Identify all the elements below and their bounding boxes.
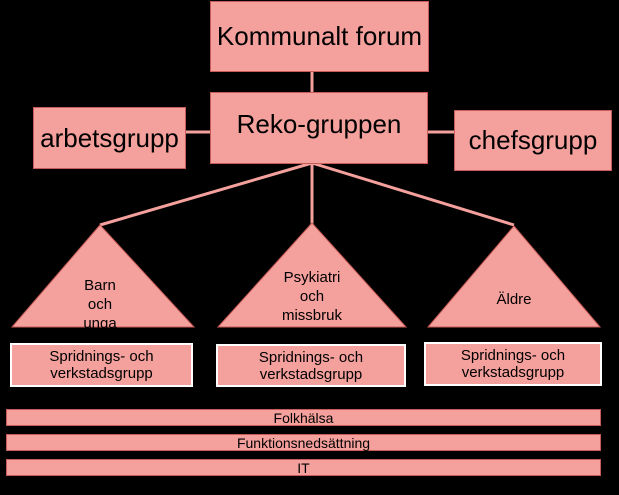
band-folkhalsa: Folkhälsa bbox=[6, 409, 601, 426]
arbetsgrupp-box: arbetsgrupp bbox=[33, 107, 186, 169]
spridningsgrupp-aldre: Spridnings- och verkstadsgrupp bbox=[424, 342, 602, 386]
band-funktionsnedsattning: Funktionsnedsättning bbox=[6, 434, 601, 451]
spridningsgrupp-psykiatri-och-missbruk: Spridnings- och verkstadsgrupp bbox=[216, 344, 406, 387]
triangle-label-line: unga bbox=[83, 315, 117, 332]
kommunalt-forum-label: Kommunalt forum bbox=[216, 21, 423, 51]
chefsgrupp-label: chefsgrupp bbox=[468, 125, 598, 155]
group-label-line: Spridnings- och bbox=[49, 348, 154, 365]
reko-gruppen-label: Reko-gruppen bbox=[236, 109, 402, 139]
group-label-line: verkstadsgrupp bbox=[50, 365, 153, 382]
group-label-line: verkstadsgrupp bbox=[461, 364, 565, 381]
band-label: Folkhälsa bbox=[273, 409, 334, 426]
triangle-label-line: Äldre bbox=[496, 291, 532, 308]
connector-center-tri3 bbox=[311, 161, 515, 227]
triangle-label-aldre: Äldre bbox=[474, 290, 554, 309]
group-label-line: Spridnings- och bbox=[460, 347, 566, 364]
triangle-label-barn-och-unga: Barn och unga bbox=[60, 276, 140, 333]
group-label-line: verkstadsgrupp bbox=[259, 365, 363, 383]
band-label: Funktionsnedsättning bbox=[236, 434, 371, 451]
triangle-label-line: och bbox=[87, 296, 113, 313]
reko-gruppen-box: Reko-gruppen bbox=[210, 92, 428, 164]
spridningsgrupp-barn-och-unga: Spridnings- och verkstadsgrupp bbox=[10, 343, 193, 387]
connector-center-tri1 bbox=[99, 161, 313, 227]
triangle-label-line: Psykiatri bbox=[283, 269, 341, 286]
triangle-label-psykiatri-och-missbruk: Psykiatri och missbruk bbox=[262, 268, 362, 325]
band-label: IT bbox=[297, 459, 310, 476]
kommunalt-forum-box: Kommunalt forum bbox=[210, 1, 429, 72]
chefsgrupp-box: chefsgrupp bbox=[454, 110, 612, 171]
triangle-label-line: och bbox=[299, 288, 325, 305]
triangle-barn-och-unga bbox=[10, 224, 196, 328]
group-label-line: Spridnings- och bbox=[258, 348, 364, 366]
arbetsgrupp-label: arbetsgrupp bbox=[40, 122, 179, 153]
band-it: IT bbox=[6, 459, 601, 476]
triangle-label-line: missbruk bbox=[281, 307, 342, 324]
triangle-label-line: Barn bbox=[84, 277, 116, 294]
triangle-psykiatri-och-missbruk bbox=[216, 222, 408, 328]
triangle-aldre bbox=[426, 225, 602, 328]
